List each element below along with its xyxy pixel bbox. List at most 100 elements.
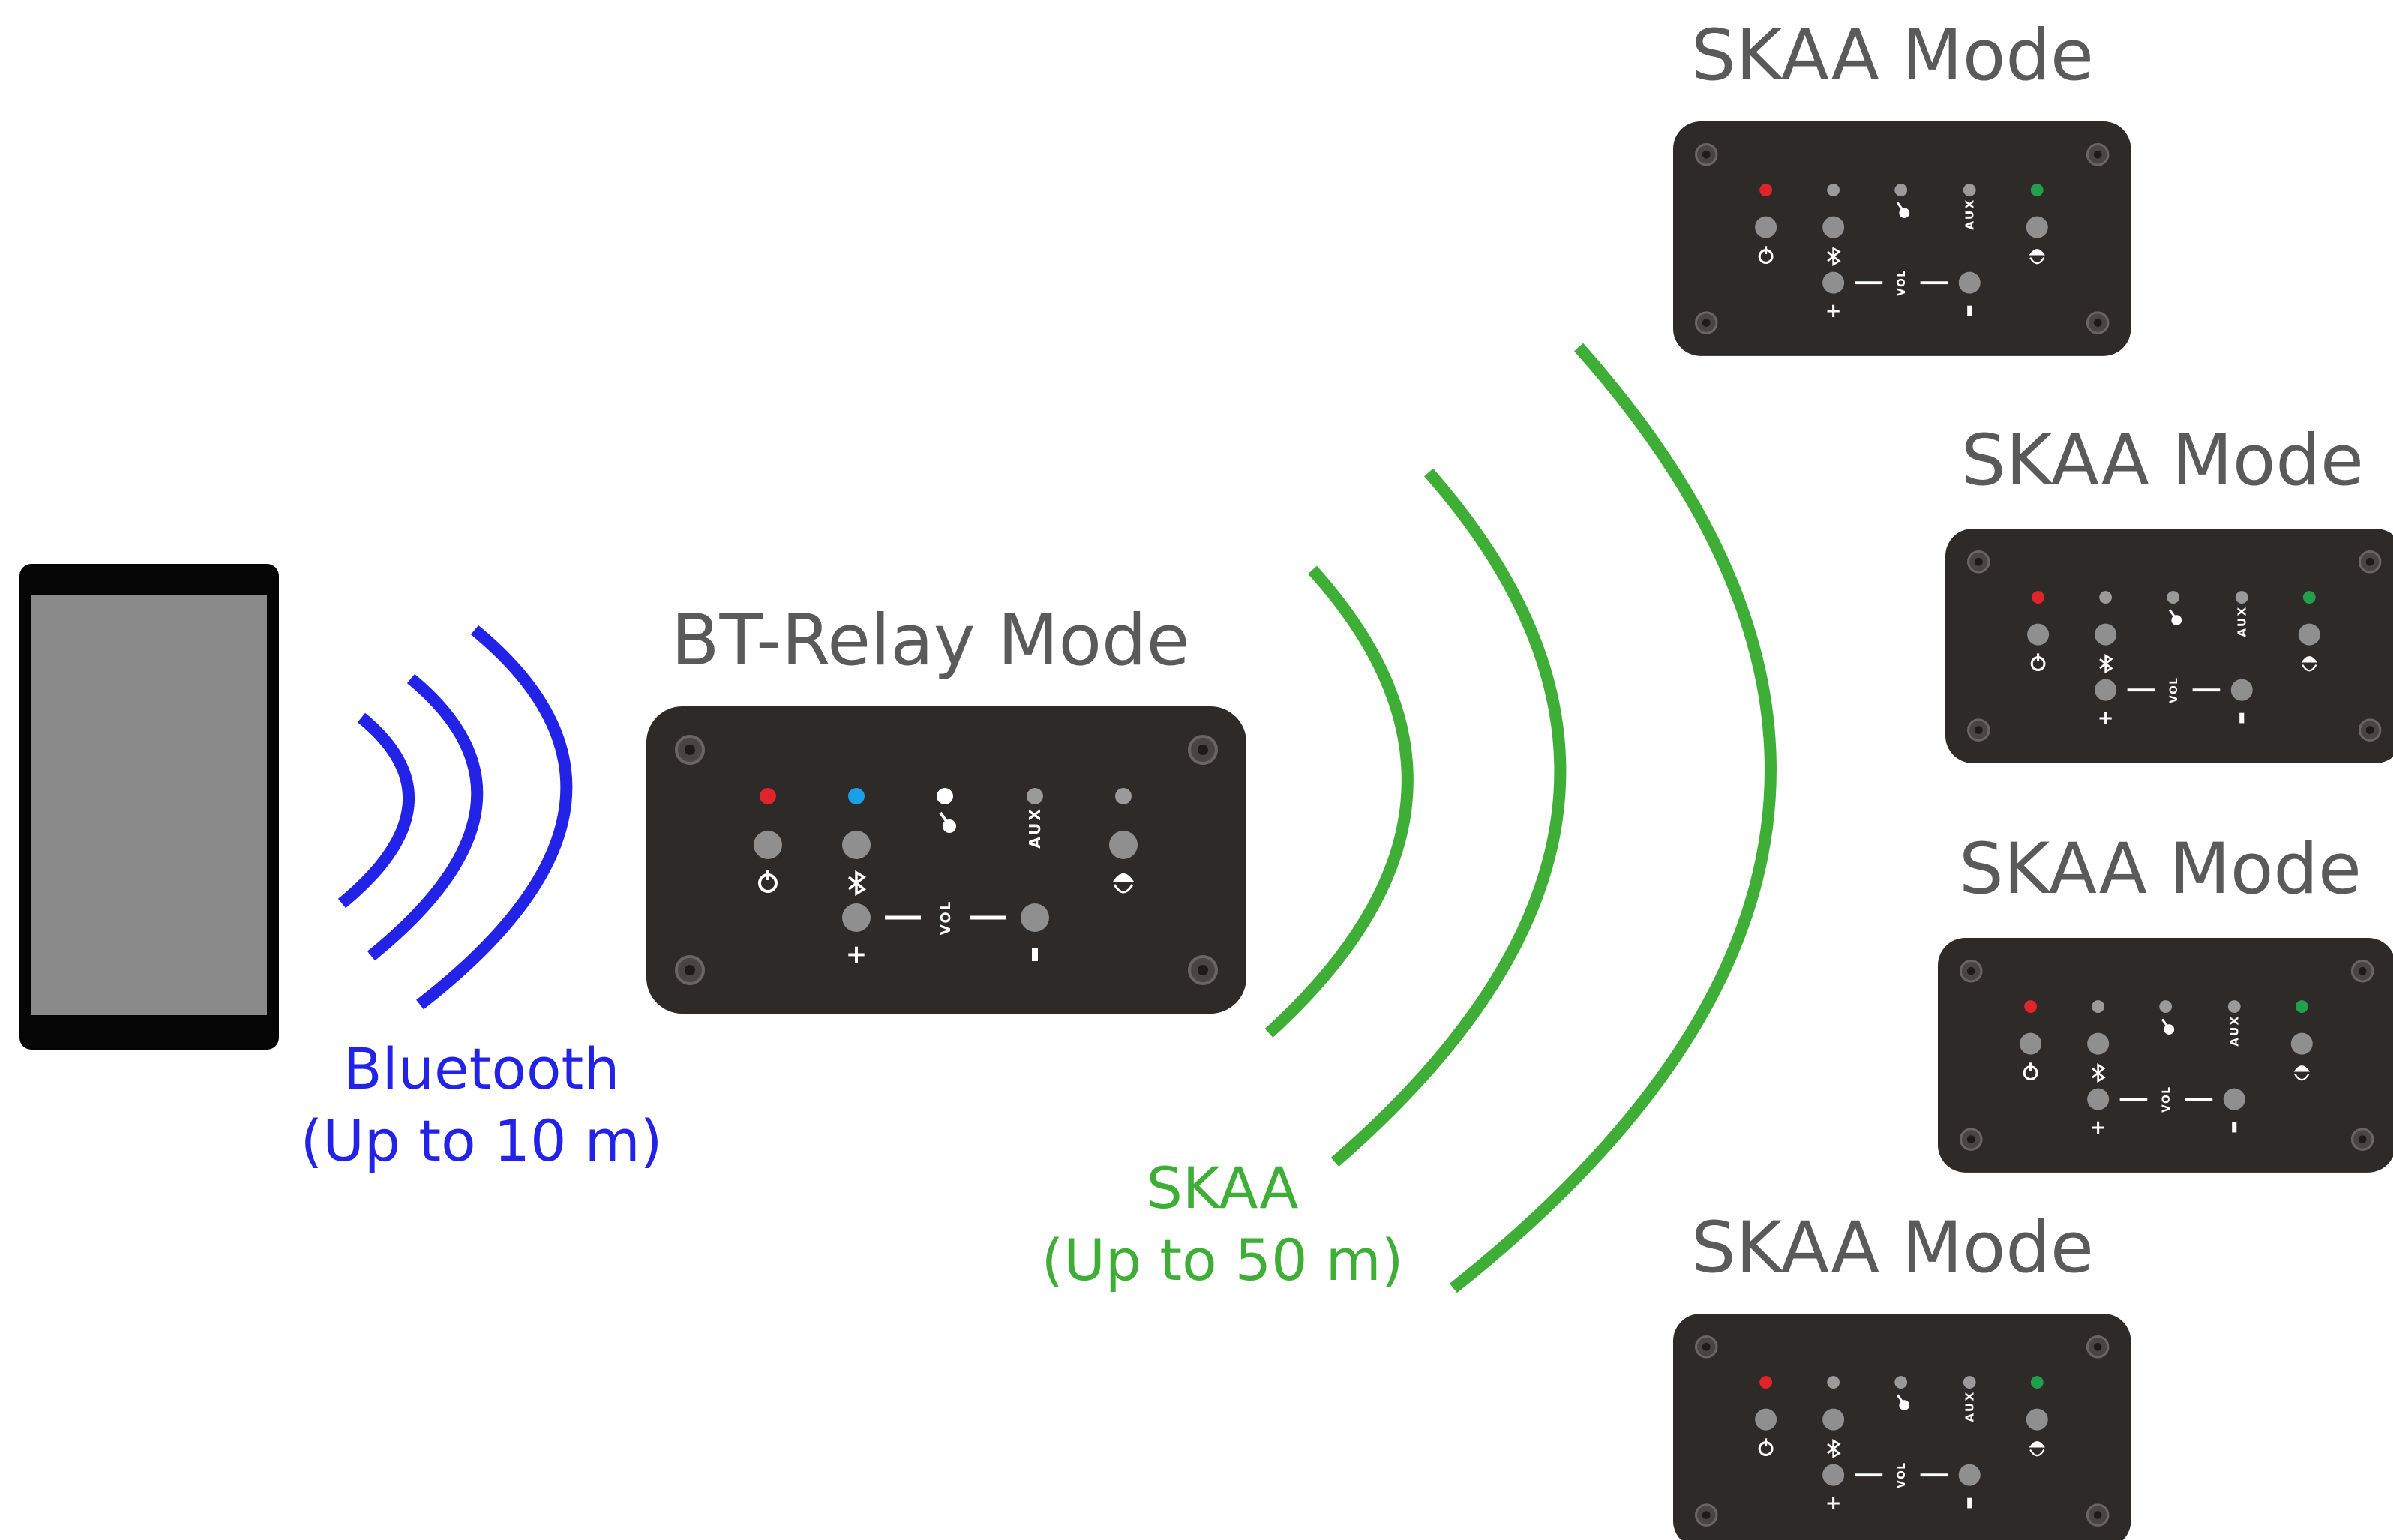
power-icon: [1758, 246, 1774, 264]
panel-button: [2020, 1032, 2042, 1055]
volume-down-button: [1958, 1464, 1981, 1486]
status-led: [2024, 1000, 2037, 1013]
panel-body: [1938, 938, 2393, 1173]
power-icon: [2023, 1062, 2038, 1080]
screw-hole: [1198, 965, 1208, 975]
screw-hole: [2365, 557, 2374, 566]
bluetooth-wave-2: [367, 673, 484, 961]
bluetooth-signal-waves: [337, 625, 573, 1010]
screw-hole: [1198, 745, 1208, 755]
plus-label: +: [846, 939, 868, 969]
power-icon: [2030, 653, 2046, 671]
music-note-icon: [939, 811, 956, 833]
status-led: [2030, 1376, 2044, 1389]
panel-button: [2026, 216, 2048, 238]
plus-label: +: [1825, 300, 1842, 322]
skaa-wave-1: [1264, 565, 1414, 1038]
skaa-range-label: SKAA (Up to 50 m): [1027, 1152, 1417, 1296]
status-led: [1759, 1376, 1772, 1389]
panel-button: [754, 831, 782, 859]
status-led: [1827, 184, 1840, 196]
minus-label: [2232, 1122, 2237, 1133]
bluetooth-icon: [2092, 1063, 2106, 1083]
screw-hole: [1966, 966, 1975, 975]
receiver-mode-title: SKAA Mode: [1959, 828, 2362, 910]
screw-hole: [1702, 1511, 1711, 1519]
music-note-icon: [2168, 609, 2182, 625]
volume-up-button: [2087, 1088, 2110, 1110]
volume-up-button: [842, 903, 871, 932]
screw-hole: [2365, 726, 2374, 734]
panel-body: [1945, 529, 2393, 763]
status-led: [2235, 591, 2248, 604]
panel-button: [842, 831, 871, 859]
skaa-wave-2: [1330, 468, 1567, 1167]
bluetooth-label: Bluetooth: [343, 1035, 620, 1102]
skaa-icon: [2301, 656, 2317, 672]
panel-button: [2298, 623, 2320, 646]
receiver-device-panel: AUX VOL +: [1673, 121, 2131, 356]
screw-hole: [1966, 1135, 1975, 1143]
receiver-mode-title: SKAA Mode: [1691, 15, 2094, 97]
status-led: [2099, 591, 2113, 604]
volume-label: VOL: [938, 900, 954, 935]
power-icon: [758, 870, 778, 893]
screw-hole: [1702, 319, 1711, 327]
receiver-device-panel: AUX VOL +: [1945, 529, 2393, 763]
aux-label: AUX: [1963, 198, 1977, 229]
status-led: [1963, 1376, 1976, 1389]
status-led: [1115, 788, 1132, 804]
receiver-mode-title: SKAA Mode: [1691, 1207, 2094, 1289]
status-led: [1894, 1376, 1908, 1389]
aux-label: AUX: [2236, 605, 2249, 637]
volume-label: VOL: [1896, 269, 1908, 295]
panel-button: [1109, 831, 1138, 859]
receiver-mode-title: SKAA Mode: [1961, 420, 2364, 502]
volume-up-button: [1822, 271, 1845, 294]
bluetooth-icon: [847, 870, 867, 897]
status-led: [1759, 184, 1772, 196]
screw-hole: [2093, 150, 2102, 159]
panel-button: [1822, 216, 1845, 238]
power-icon: [1758, 1438, 1774, 1456]
status-led: [1827, 1376, 1840, 1389]
status-led: [1894, 184, 1908, 196]
status-led: [1027, 788, 1043, 804]
minus-label: [2239, 712, 2245, 724]
music-note-icon: [2161, 1018, 2175, 1035]
screw-hole: [2093, 1342, 2102, 1351]
skaa-icon: [1113, 873, 1134, 894]
skaa-icon: [2029, 249, 2045, 265]
minus-label: [1967, 1497, 1972, 1509]
volume-down-button: [1021, 903, 1049, 932]
bluetooth-icon: [1827, 247, 1841, 267]
bluetooth-wave-1: [337, 712, 415, 909]
volume-label: VOL: [1896, 1461, 1908, 1488]
volume-down-button: [1958, 271, 1981, 294]
status-led: [2295, 1000, 2308, 1013]
plus-label: +: [2098, 707, 2114, 730]
panel-button: [1822, 1408, 1845, 1431]
panel-button: [1755, 1408, 1777, 1431]
volume-label: VOL: [2161, 1086, 2173, 1112]
aux-label: AUX: [2228, 1014, 2242, 1046]
status-led: [2167, 591, 2180, 604]
status-led: [2302, 591, 2316, 604]
volume-up-button: [2095, 679, 2117, 701]
minus-label: [1967, 305, 1972, 316]
screw-hole: [685, 965, 695, 975]
minus-label: [1032, 948, 1038, 961]
panel-button: [2026, 1408, 2048, 1431]
screw-hole: [1974, 557, 1983, 566]
aux-label: AUX: [1026, 807, 1044, 849]
skaa-icon: [2293, 1065, 2310, 1081]
status-led: [2030, 184, 2044, 196]
volume-label: VOL: [2168, 676, 2180, 703]
volume-down-button: [2230, 679, 2253, 701]
panel-button: [2095, 623, 2117, 646]
panel-button: [2027, 623, 2050, 646]
skaa-label: SKAA: [1146, 1155, 1299, 1221]
panel-button: [2087, 1032, 2110, 1055]
